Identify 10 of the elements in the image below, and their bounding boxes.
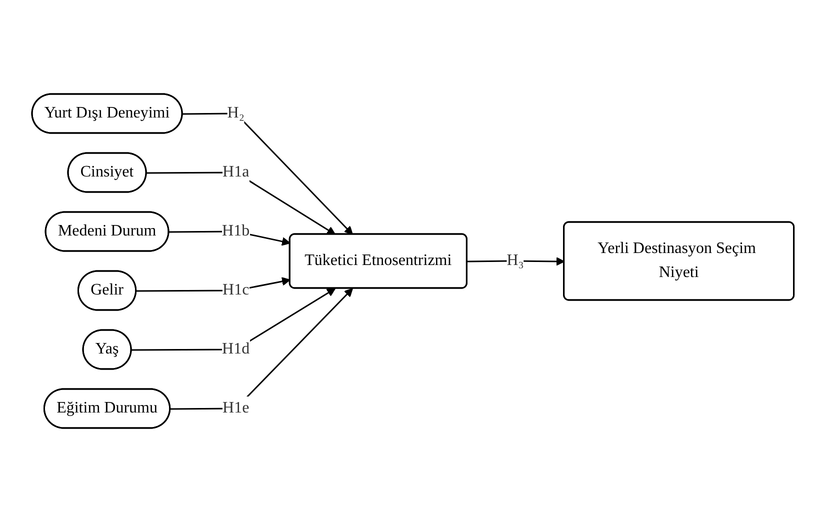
edge-label: H₃ <box>506 251 524 268</box>
edge-label: H1d <box>222 340 250 357</box>
arrow <box>182 112 354 234</box>
arrow <box>467 256 565 266</box>
edge-label: H₂ <box>227 104 244 121</box>
edge-label: H1b <box>222 222 250 239</box>
arrow <box>170 288 354 410</box>
edge-label: H1c <box>222 280 250 298</box>
edge-label: H1a <box>222 162 250 180</box>
edge-label: H1e <box>222 398 250 416</box>
